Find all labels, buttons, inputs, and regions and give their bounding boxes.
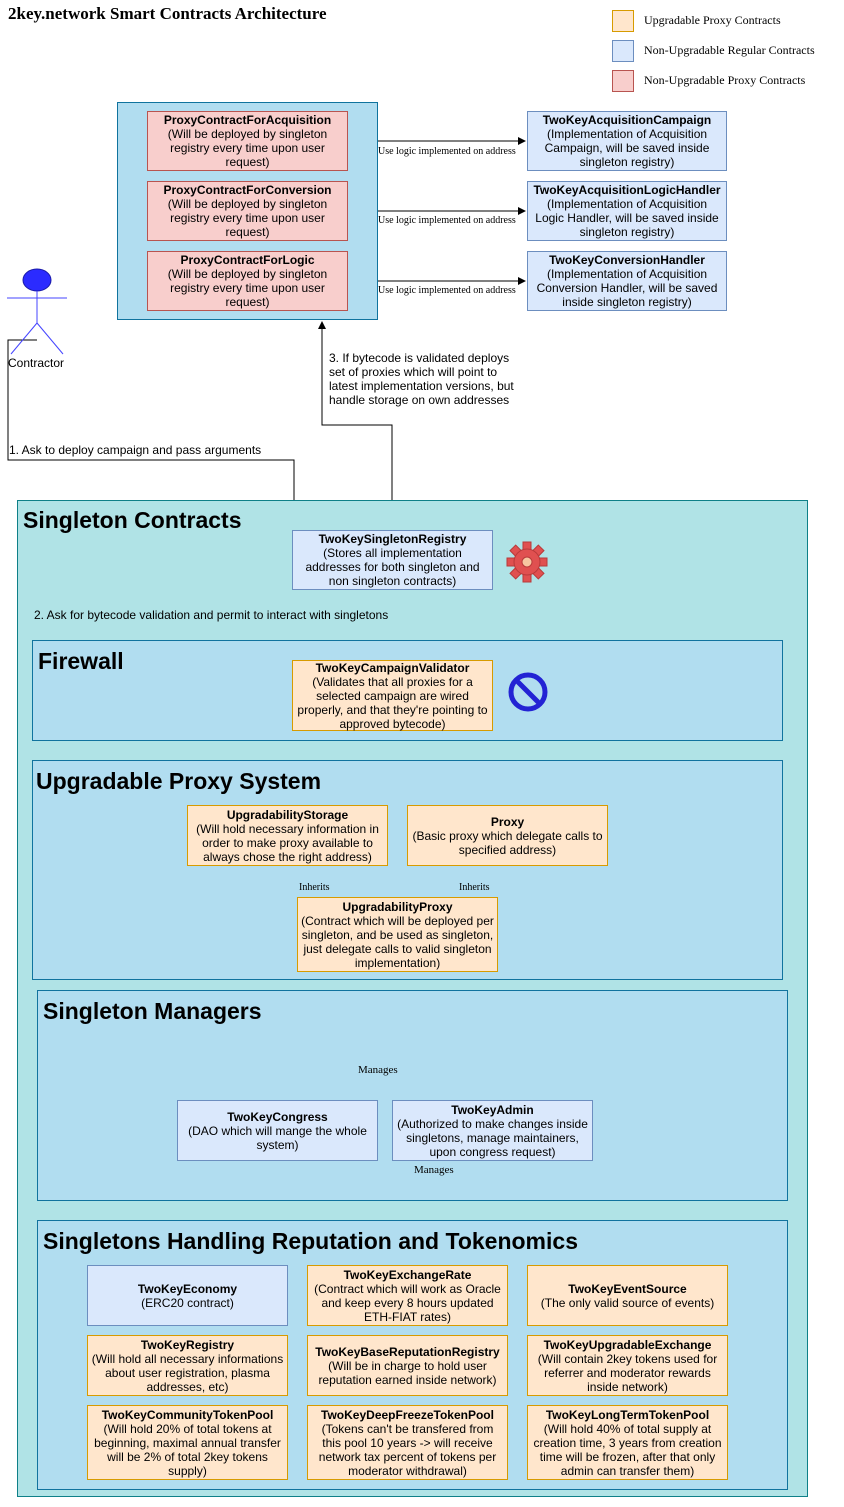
proxy-logic: ProxyContractForLogic (Will be deployed … <box>147 251 348 311</box>
basic-proxy-name: Proxy <box>490 814 525 829</box>
two-key-economy-name: TwoKeyEconomy <box>137 1281 238 1296</box>
two-key-base-reputation-registry-desc: (Will be in charge to hold user reputati… <box>318 1358 497 1387</box>
managers-group <box>37 990 788 1201</box>
two-key-upgradable-exchange-desc: (Will contain 2key tokens used for refer… <box>537 1351 718 1394</box>
reputation-title: Singletons Handling Reputation and Token… <box>43 1228 578 1254</box>
two-key-community-token-pool-desc: (Will hold 20% of total tokens at beginn… <box>94 1421 281 1478</box>
two-key-congress-name: TwoKeyCongress <box>227 1109 328 1124</box>
managers-title: Singleton Managers <box>43 998 262 1024</box>
two-key-event-source: TwoKeyEventSource (The only valid source… <box>527 1265 728 1326</box>
legend-label-upgradable: Upgradable Proxy Contracts <box>644 13 781 27</box>
two-key-deep-freeze-token-pool-name: TwoKeyDeepFreezeTokenPool <box>321 1407 494 1422</box>
two-key-registry-desc: (Will hold all necessary informations ab… <box>91 1351 284 1394</box>
arrow-step3 <box>318 321 393 530</box>
upgradability-proxy-name: UpgradabilityProxy <box>342 899 453 914</box>
page-title: 2key.network Smart Contracts Architectur… <box>8 4 327 23</box>
two-key-long-term-token-pool-desc: (Will hold 40% of total supply at creati… <box>533 1421 722 1478</box>
proxy-conversion-desc: (Will be deployed by singleton registry … <box>167 197 328 239</box>
two-key-registry-name: TwoKeyRegistry <box>140 1337 235 1352</box>
proxy-acquisition-desc: (Will be deployed by singleton registry … <box>167 127 328 169</box>
two-key-exchange-rate-desc: (Contract which will work as Oracle and … <box>314 1281 501 1324</box>
two-key-upgradable-exchange-name: TwoKeyUpgradableExchange <box>543 1337 712 1352</box>
edge-label-step2: 2. Ask for bytecode validation and permi… <box>34 608 389 622</box>
legend-swatch-nonupgradable-proxy <box>612 70 634 92</box>
edge-label-manages-1: Manages <box>358 1064 398 1076</box>
basic-proxy-desc: (Basic proxy which delegate calls to spe… <box>412 828 603 857</box>
singleton-registry: TwoKeySingletonRegistry (Stores all impl… <box>292 530 493 590</box>
upgradability-storage-desc: (Will hold necessary information in orde… <box>196 821 379 864</box>
legend-swatch-regular <box>612 40 634 62</box>
proxy-conversion-name: ProxyContractForConversion <box>163 183 332 197</box>
two-key-admin-desc: (Authorized to make changes inside singl… <box>397 1116 588 1159</box>
two-key-registry: TwoKeyRegistry (Will hold all necessary … <box>87 1335 288 1396</box>
impl-logic-handler-name: TwoKeyAcquisitionLogicHandler <box>533 183 721 197</box>
two-key-economy: TwoKeyEconomy (ERC20 contract) <box>87 1265 288 1326</box>
legend-swatch-upgradable <box>612 10 634 32</box>
gear-icon <box>506 541 548 583</box>
campaign-validator: TwoKeyCampaignValidator (Validates that … <box>292 660 493 731</box>
two-key-community-token-pool: TwoKeyCommunityTokenPool (Will hold 20% … <box>87 1405 288 1480</box>
two-key-admin-name: TwoKeyAdmin <box>451 1102 534 1117</box>
edge-label-use-logic-1: Use logic implemented on address <box>378 146 516 157</box>
legend-label-regular: Non-Upgradable Regular Contracts <box>644 43 815 57</box>
impl-logic-handler-desc: (Implementation of Acquisition Logic Han… <box>535 197 719 239</box>
impl-acquisition-campaign: TwoKeyAcquisitionCampaign (Implementatio… <box>527 111 727 171</box>
proxy-logic-name: ProxyContractForLogic <box>180 253 315 267</box>
basic-proxy: Proxy (Basic proxy which delegate calls … <box>407 805 608 866</box>
impl-conversion-handler-name: TwoKeyConversionHandler <box>549 253 705 267</box>
two-key-event-source-desc: (The only valid source of events) <box>540 1295 715 1310</box>
upgradability-proxy: UpgradabilityProxy (Contract which will … <box>297 897 498 972</box>
campaign-validator-desc: (Validates that all proxies for a select… <box>297 674 488 731</box>
edge-label-use-logic-2: Use logic implemented on address <box>378 215 516 226</box>
two-key-congress-desc: (DAO which will mange the whole system) <box>188 1123 367 1152</box>
two-key-exchange-rate-name: TwoKeyExchangeRate <box>343 1267 472 1282</box>
two-key-deep-freeze-token-pool: TwoKeyDeepFreezeTokenPool (Tokens can't … <box>307 1405 508 1480</box>
upgradable-title: Upgradable Proxy System <box>36 768 322 794</box>
edge-label-manages-2: Manages <box>414 1164 454 1176</box>
two-key-event-source-name: TwoKeyEventSource <box>568 1281 687 1296</box>
edge-label-use-logic-3: Use logic implemented on address <box>378 285 516 296</box>
two-key-base-reputation-registry: TwoKeyBaseReputationRegistry (Will be in… <box>307 1335 508 1396</box>
two-key-economy-desc: (ERC20 contract) <box>141 1295 234 1310</box>
actor-icon <box>7 268 67 355</box>
singleton-contracts-title: Singleton Contracts <box>23 507 242 533</box>
edge-label-inherits-1: Inherits <box>299 882 330 893</box>
actor-label: Contractor <box>8 356 65 370</box>
singleton-registry-name: TwoKeySingletonRegistry <box>318 532 467 546</box>
campaign-validator-name: TwoKeyCampaignValidator <box>315 660 470 675</box>
two-key-congress: TwoKeyCongress (DAO which will mange the… <box>177 1100 378 1161</box>
two-key-base-reputation-registry-name: TwoKeyBaseReputationRegistry <box>315 1344 500 1359</box>
proxy-acquisition: ProxyContractForAcquisition (Will be dep… <box>147 111 348 171</box>
firewall-title: Firewall <box>38 648 124 674</box>
arrow-step1 <box>7 339 298 529</box>
singleton-registry-desc: (Stores all implementation addresses for… <box>305 546 480 588</box>
impl-logic-handler: TwoKeyAcquisitionLogicHandler (Implement… <box>527 181 727 241</box>
edge-label-step3: 3. If bytecode is validated deploys set … <box>329 351 514 407</box>
upgradability-storage: UpgradabilityStorage (Will hold necessar… <box>187 805 388 866</box>
upgradability-storage-name: UpgradabilityStorage <box>226 807 349 822</box>
two-key-admin: TwoKeyAdmin (Authorized to make changes … <box>392 1100 593 1161</box>
proxy-conversion: ProxyContractForConversion (Will be depl… <box>147 181 348 241</box>
two-key-community-token-pool-name: TwoKeyCommunityTokenPool <box>101 1407 274 1422</box>
impl-conversion-handler-desc: (Implementation of Acquisition Conversio… <box>536 267 718 309</box>
block-icon <box>508 672 548 712</box>
impl-acquisition-campaign-name: TwoKeyAcquisitionCampaign <box>542 113 712 127</box>
edge-label-inherits-2: Inherits <box>459 882 490 893</box>
two-key-upgradable-exchange: TwoKeyUpgradableExchange (Will contain 2… <box>527 1335 728 1396</box>
two-key-deep-freeze-token-pool-desc: (Tokens can't be transfered from this po… <box>318 1421 497 1478</box>
two-key-long-term-token-pool: TwoKeyLongTermTokenPool (Will hold 40% o… <box>527 1405 728 1480</box>
proxy-acquisition-name: ProxyContractForAcquisition <box>163 113 332 127</box>
legend-label-nonupgradable-proxy: Non-Upgradable Proxy Contracts <box>644 73 806 87</box>
edge-label-step1: 1. Ask to deploy campaign and pass argum… <box>9 443 262 457</box>
impl-acquisition-campaign-desc: (Implementation of Acquisition Campaign,… <box>544 127 710 169</box>
two-key-long-term-token-pool-name: TwoKeyLongTermTokenPool <box>545 1407 710 1422</box>
proxy-logic-desc: (Will be deployed by singleton registry … <box>167 267 328 309</box>
impl-conversion-handler: TwoKeyConversionHandler (Implementation … <box>527 251 727 311</box>
upgradability-proxy-desc: (Contract which will be deployed per sin… <box>301 913 494 970</box>
two-key-exchange-rate: TwoKeyExchangeRate (Contract which will … <box>307 1265 508 1326</box>
